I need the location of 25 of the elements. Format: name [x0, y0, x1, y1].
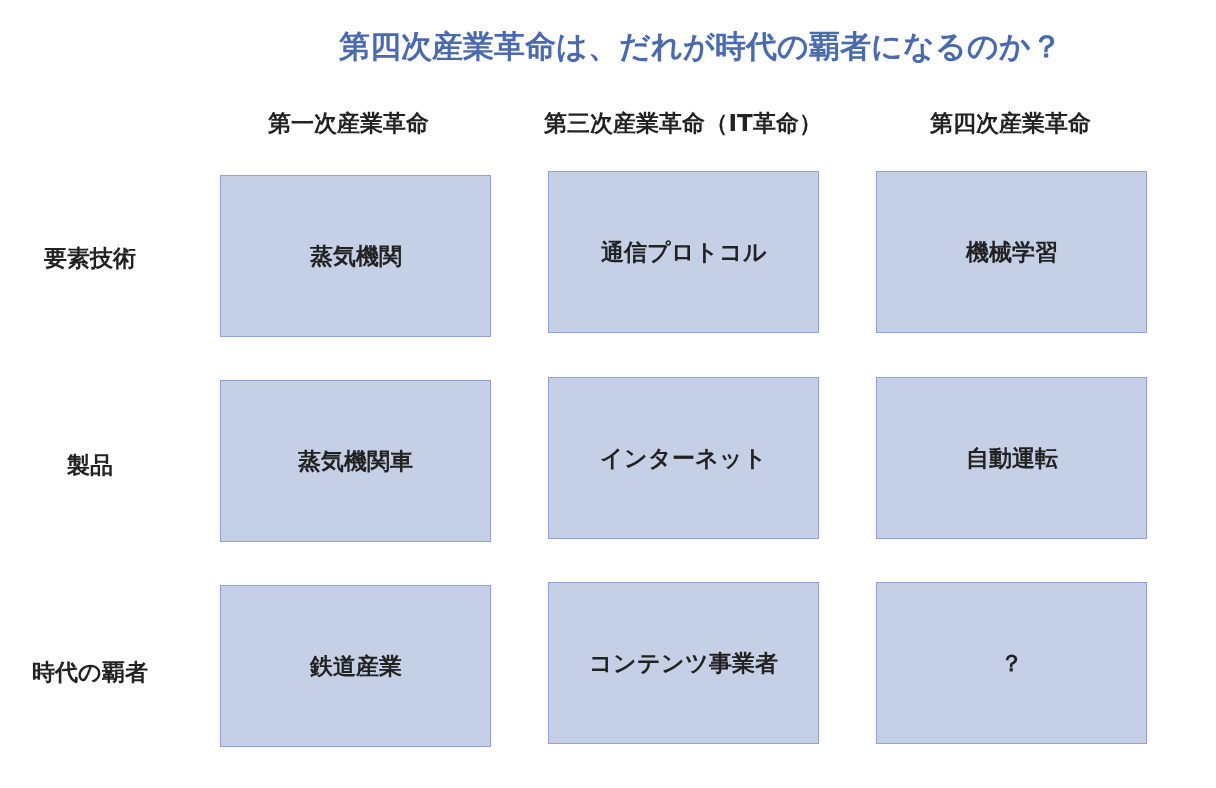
- box-label: 自動運転: [965, 443, 1058, 473]
- category-box: [220, 585, 491, 747]
- category-box: [220, 175, 491, 337]
- box-label: 蒸気機関車: [298, 446, 413, 476]
- box-label: ？: [1000, 648, 1023, 678]
- category-box: [548, 171, 819, 333]
- box-label: コンテンツ事業者: [589, 648, 778, 678]
- row-label: 要素技術: [43, 244, 137, 273]
- row-label: 時代の覇者: [31, 658, 149, 687]
- column-header: 第四次産業革命: [928, 109, 1092, 138]
- column-header: 第三次産業革命（IT革命）: [543, 109, 823, 138]
- category-box: [876, 377, 1147, 539]
- box-label: 通信プロトコル: [600, 237, 767, 267]
- page-title: 第四次産業革命は、だれが時代の覇者になるのか？: [337, 27, 1063, 66]
- category-box: [548, 377, 819, 539]
- box-label: 機械学習: [965, 237, 1058, 267]
- box-label: 蒸気機関: [309, 241, 402, 271]
- category-box: [548, 582, 819, 744]
- row-label: 製品: [66, 451, 114, 480]
- column-header: 第一次産業革命: [266, 109, 430, 138]
- category-box: [876, 171, 1147, 333]
- category-box: [220, 380, 491, 542]
- box-label: 鉄道産業: [309, 651, 402, 681]
- category-box: [876, 582, 1147, 744]
- box-label: インターネット: [600, 443, 767, 473]
